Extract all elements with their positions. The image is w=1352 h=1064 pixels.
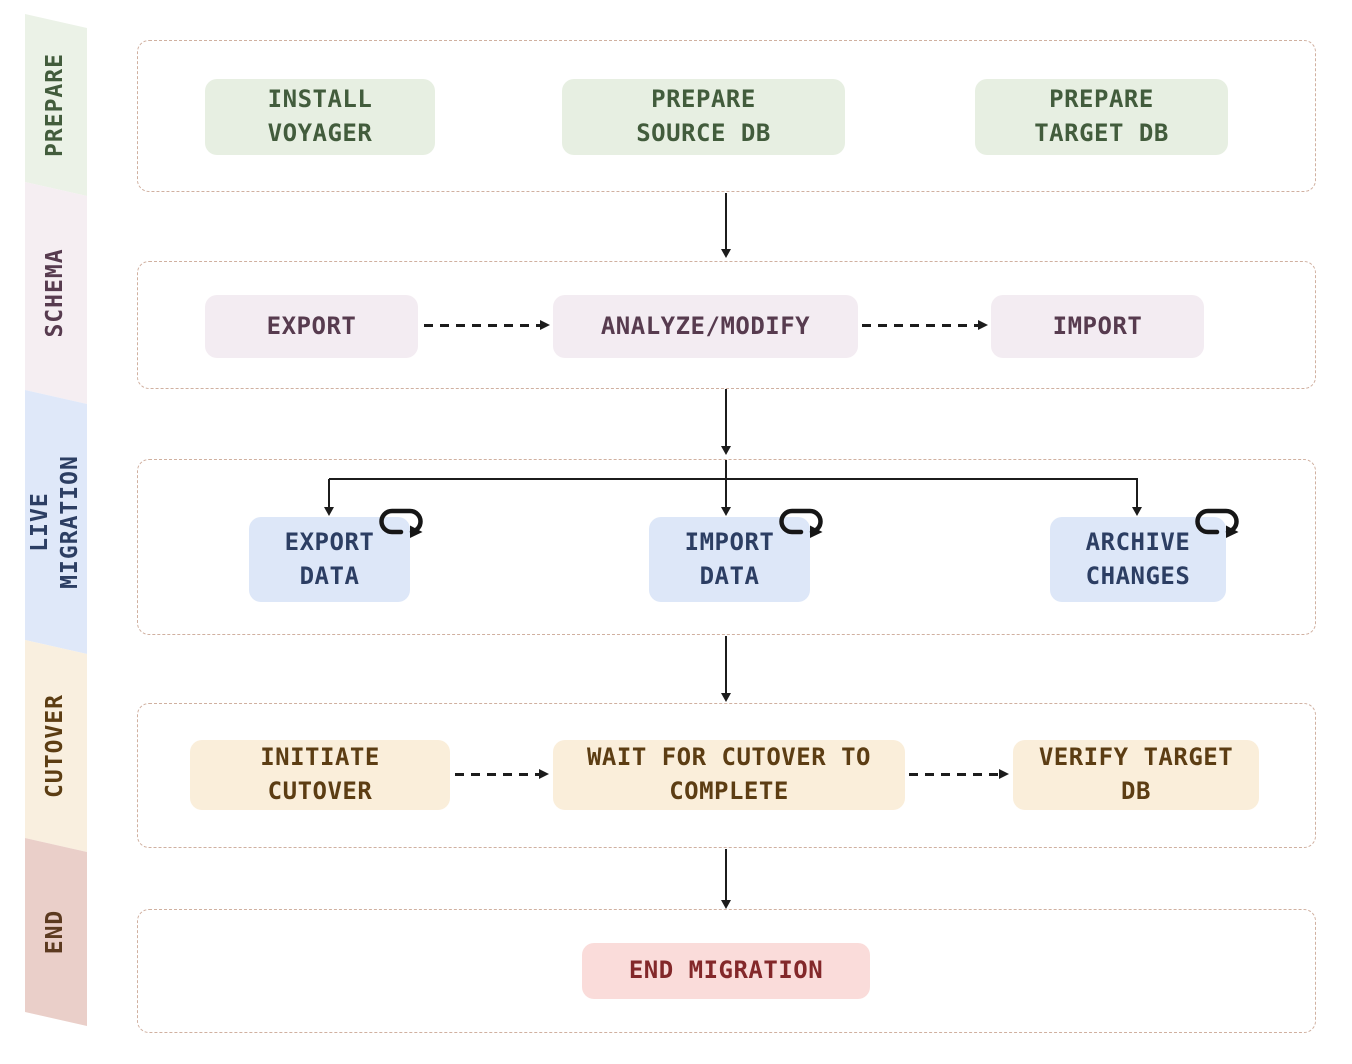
node-verify-target-db: VERIFY TARGET DB xyxy=(1013,740,1259,810)
stage-band-prepare xyxy=(25,14,87,196)
node-label: IMPORT xyxy=(1052,311,1143,340)
node-prepare-target-db: PREPARE TARGET DB xyxy=(975,79,1228,155)
arrow-cutover-to-end xyxy=(721,849,731,909)
arrow-to-archive-changes xyxy=(1132,479,1142,516)
node-label: WAIT FOR CUTOVER TO COMPLETE xyxy=(586,743,872,805)
node-label: INSTALL VOYAGER xyxy=(267,85,373,147)
node-wait-for-cutover: WAIT FOR CUTOVER TO COMPLETE xyxy=(553,740,905,810)
node-export: EXPORT xyxy=(205,295,418,358)
arrow-wait-to-verify xyxy=(909,769,1009,779)
stage-container-prepare xyxy=(137,40,1316,192)
loop-icon xyxy=(779,508,823,538)
stage-band-end xyxy=(25,838,87,1026)
stage-band-live-migration xyxy=(25,390,87,654)
node-label: INITIATE CUTOVER xyxy=(260,743,380,805)
node-label: EXPORT xyxy=(266,311,357,340)
branch-stem xyxy=(725,460,727,479)
arrow-to-import-data xyxy=(721,479,731,516)
arrow-live-migration-to-cutover xyxy=(721,636,731,702)
node-label: IMPORT DATA xyxy=(684,527,775,590)
stage-container-schema xyxy=(137,261,1316,389)
arrow-analyze-to-import xyxy=(862,320,988,330)
node-archive-changes: ARCHIVE CHANGES xyxy=(1050,508,1239,602)
stage-container-live-migration xyxy=(137,459,1316,635)
node-label: VERIFY TARGET DB xyxy=(1038,743,1234,805)
node-install-voyager: INSTALL VOYAGER xyxy=(205,79,435,155)
node-initiate-cutover: INITIATE CUTOVER xyxy=(190,740,450,810)
stage-band-schema xyxy=(25,182,87,404)
node-import-data: IMPORT DATA xyxy=(649,508,823,602)
arrow-to-export-data xyxy=(324,479,334,516)
stage-container-end xyxy=(137,909,1316,1033)
stage-band-cutover xyxy=(25,640,87,852)
stage-band-column xyxy=(25,14,87,1026)
node-prepare-source-db: PREPARE SOURCE DB xyxy=(562,79,845,155)
node-label: EXPORT DATA xyxy=(284,527,375,590)
arrow-export-to-analyze xyxy=(424,320,550,330)
node-label: PREPARE TARGET DB xyxy=(1034,85,1169,147)
loop-icon xyxy=(379,508,423,538)
node-label: ANALYZE/MODIFY xyxy=(600,311,811,340)
node-export-data: EXPORT DATA xyxy=(249,508,423,602)
node-end-migration: END MIGRATION xyxy=(582,943,870,999)
arrow-initiate-to-wait xyxy=(455,769,549,779)
arrow-prepare-to-schema xyxy=(721,193,731,258)
node-label: END MIGRATION xyxy=(628,956,824,985)
node-import: IMPORT xyxy=(991,295,1204,358)
arrow-schema-to-live-migration xyxy=(721,389,731,455)
node-label: ARCHIVE CHANGES xyxy=(1085,527,1191,590)
branch-bar xyxy=(329,478,1138,480)
stage-container-cutover xyxy=(137,703,1316,848)
node-analyze-modify: ANALYZE/MODIFY xyxy=(553,295,858,358)
loop-icon xyxy=(1195,508,1239,538)
node-label: PREPARE SOURCE DB xyxy=(636,85,771,147)
